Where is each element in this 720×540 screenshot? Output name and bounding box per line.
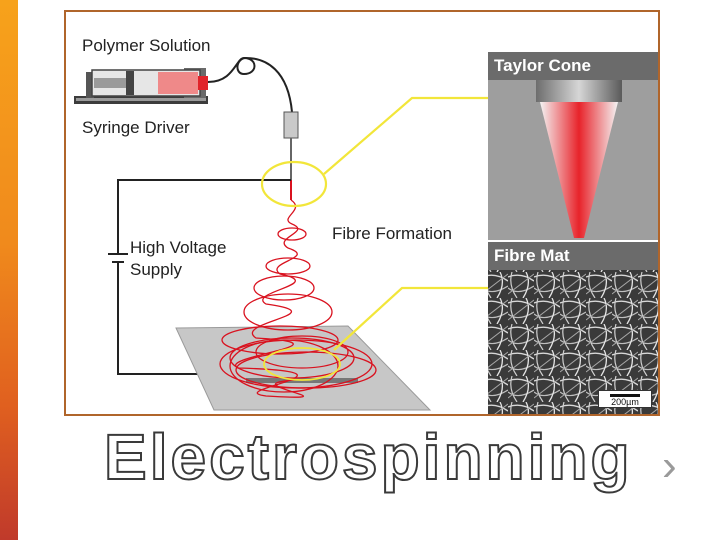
scale-bar: 200µm — [598, 390, 652, 408]
polymer-solution-label: Polymer Solution — [82, 36, 211, 55]
chevron-right-icon[interactable]: › — [662, 441, 677, 490]
syringe-driver-label: Syringe Driver — [82, 118, 190, 137]
callout-lines — [260, 96, 488, 381]
circuit-wire — [117, 179, 291, 254]
fibre-formation-label: Fibre Formation — [332, 224, 452, 243]
fibre-mat-title: Fibre Mat — [488, 242, 658, 270]
accent-bar — [0, 0, 18, 540]
high-voltage-label-line2: Supply — [130, 260, 182, 279]
scale-bar-line — [610, 394, 640, 397]
apparatus-diagram — [74, 52, 658, 414]
feed-tubing — [207, 56, 293, 113]
needle-holder — [283, 111, 299, 139]
slide-title: Electrospinning — [103, 420, 633, 494]
scale-bar-label: 200µm — [611, 397, 639, 407]
electrospinning-figure: Polymer Solution Syringe Driver High Vol… — [64, 10, 660, 416]
high-voltage-label-line1: High Voltage — [130, 238, 227, 257]
fibre-mat-inset — [488, 242, 658, 414]
fibre-formation — [219, 199, 377, 398]
taylor-cone-title: Taylor Cone — [488, 52, 658, 80]
syringe — [91, 69, 208, 97]
taylor-cone-inset — [488, 52, 658, 240]
